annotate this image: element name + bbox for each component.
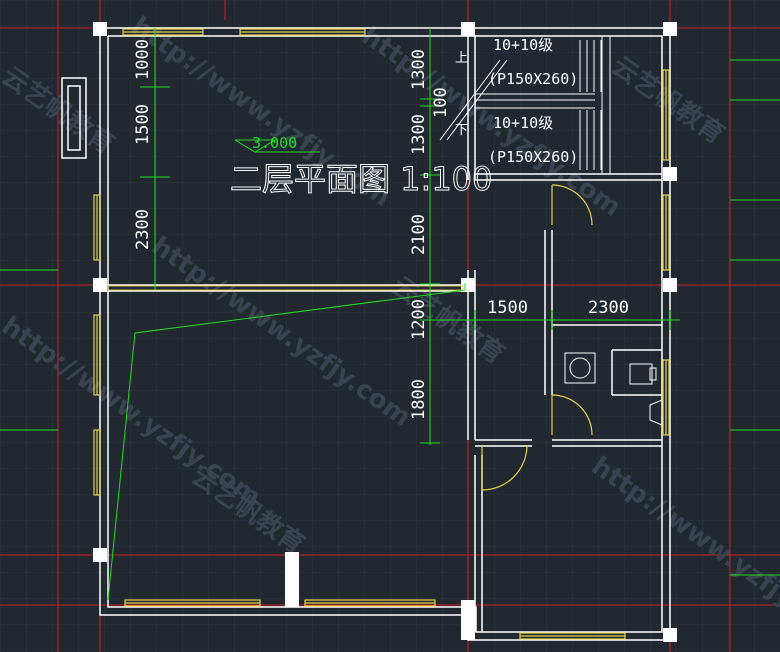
dimension-label: 1300 bbox=[409, 49, 429, 90]
stair-down-steps: 10+10级 bbox=[493, 114, 553, 132]
stair-up-size: (P150X260) bbox=[488, 70, 578, 88]
stair-up-steps: 10+10级 bbox=[493, 36, 553, 54]
elevation-label: 3.000 bbox=[252, 134, 297, 152]
dimension-label: 1300 bbox=[409, 114, 429, 155]
dimension-label: 100 bbox=[431, 87, 451, 118]
dimension-label: 1500 bbox=[133, 104, 153, 145]
dimension-label: 2300 bbox=[588, 298, 629, 318]
dimension-label: 1000 bbox=[133, 39, 153, 80]
stair-down-size: (P150X260) bbox=[488, 148, 578, 166]
stair-treads bbox=[439, 35, 611, 175]
columns bbox=[93, 22, 677, 642]
drawing-title: 二层平面图 1:100 bbox=[230, 160, 492, 198]
stair-down-label: 下 bbox=[455, 123, 468, 138]
dimension-lines bbox=[107, 28, 680, 601]
dimension-label: 1500 bbox=[487, 298, 528, 318]
windows bbox=[93, 28, 670, 640]
dimension-label: 2300 bbox=[133, 209, 153, 250]
doors bbox=[481, 184, 593, 491]
dimension-label: 1200 bbox=[409, 299, 429, 340]
bathroom-fixtures bbox=[564, 352, 663, 426]
axis-ticks bbox=[0, 59, 780, 576]
dimension-label: 1800 bbox=[409, 379, 429, 420]
dimension-label: 2100 bbox=[409, 214, 429, 255]
stair-up-label: 上 bbox=[455, 51, 468, 66]
